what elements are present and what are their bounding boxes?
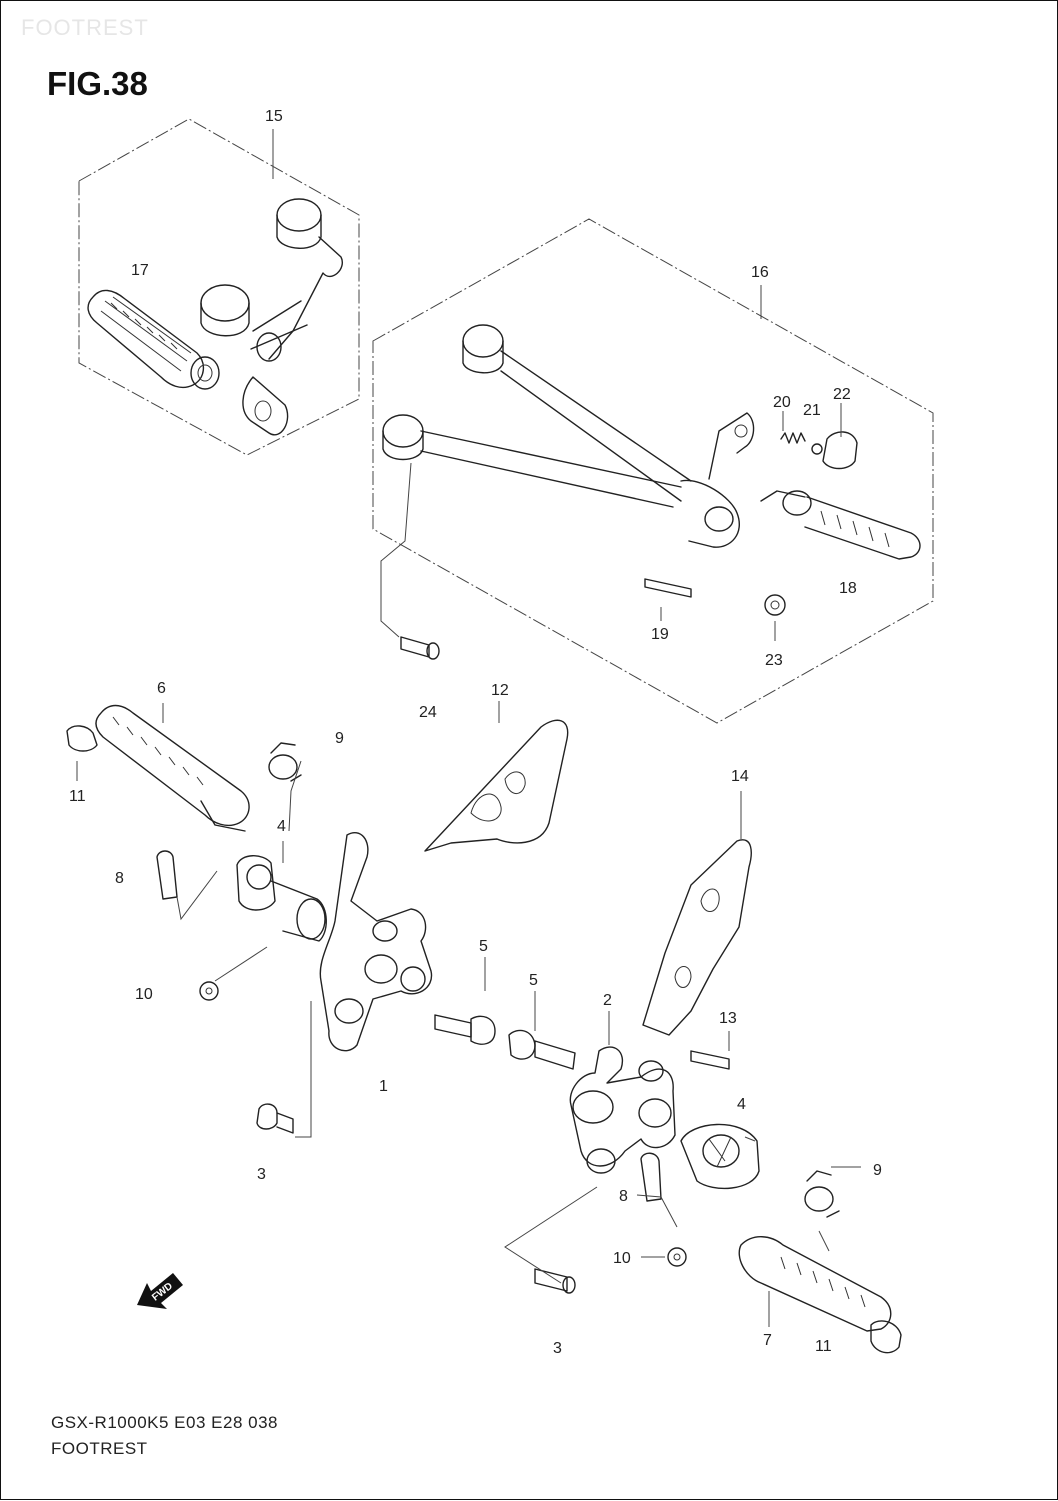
- heel-plate-12: [424, 719, 569, 852]
- callout-3-right: 3: [553, 1340, 562, 1357]
- bolt-24: [400, 636, 440, 660]
- passenger-peg-17: [87, 289, 220, 390]
- callout-21: 21: [803, 402, 821, 419]
- group-outline-16: [372, 218, 934, 724]
- washer-21: [811, 443, 823, 455]
- nut-10-right: [667, 1247, 687, 1267]
- pivot-4-right: [680, 1123, 760, 1190]
- heel-plate-14: [642, 839, 752, 1036]
- spring-9-right: [804, 1170, 840, 1218]
- bolt-3-right: [534, 1268, 576, 1294]
- rider-peg-18: [760, 490, 921, 560]
- callout-12: 12: [491, 682, 509, 699]
- callout-17: 17: [131, 262, 149, 279]
- callout-13: 13: [719, 1010, 737, 1027]
- bolt-5-right: [508, 1029, 576, 1070]
- footpeg-6: [95, 704, 250, 832]
- callout-18: 18: [839, 580, 857, 597]
- group-outline-15: [78, 118, 360, 456]
- bracket-2: [569, 1046, 676, 1174]
- faint-section-title: FOOTREST: [21, 15, 149, 40]
- pin-19: [644, 578, 692, 598]
- callout-3-left: 3: [257, 1166, 266, 1183]
- nut-23: [764, 594, 786, 616]
- model-code: GSX-R1000K5 E03 E28 038: [51, 1413, 278, 1432]
- callout-24: 24: [419, 704, 437, 721]
- callout-4-right: 4: [737, 1096, 746, 1113]
- callout-15: 15: [265, 108, 283, 125]
- passenger-bracket-15: [200, 198, 343, 436]
- callout-6: 6: [157, 680, 166, 697]
- bolt-5-left: [434, 1014, 496, 1045]
- rider-hanger-16: [382, 324, 755, 548]
- bolt-13: [690, 1050, 730, 1070]
- callout-7: 7: [763, 1332, 772, 1349]
- callout-23: 23: [765, 652, 783, 669]
- callout-2: 2: [603, 992, 612, 1009]
- callout-14: 14: [731, 768, 749, 785]
- plug-11-right: [870, 1320, 902, 1354]
- pin-8-left: [156, 850, 178, 900]
- callout-9-left: 9: [335, 730, 344, 747]
- pin-8-right: [640, 1152, 662, 1202]
- callout-10-right: 10: [613, 1250, 631, 1267]
- spring-9-left: [268, 742, 302, 782]
- callout-9-right: 9: [873, 1162, 882, 1179]
- bracket-1: [319, 832, 433, 1052]
- section-name: FOOTREST: [51, 1439, 148, 1458]
- spring-20: [780, 432, 806, 444]
- callout-20: 20: [773, 394, 791, 411]
- callout-1: 1: [379, 1078, 388, 1095]
- callout-numbers: 15 17 16 20 21 22 18 19 23 24 6 12 9 11 …: [69, 108, 882, 1357]
- figure-label: FIG.38: [47, 65, 148, 102]
- plate-22: [822, 431, 858, 470]
- footpeg-7: [738, 1236, 892, 1332]
- callout-10-left: 10: [135, 986, 153, 1003]
- callout-22: 22: [833, 386, 851, 403]
- callout-8-left: 8: [115, 870, 124, 887]
- bolt-3-left: [256, 1103, 294, 1134]
- callout-11-left: 11: [69, 788, 86, 805]
- nut-10-left: [199, 981, 219, 1001]
- callout-19: 19: [651, 626, 669, 643]
- callout-5-left: 5: [479, 938, 488, 955]
- callout-16: 16: [751, 264, 769, 281]
- fwd-arrow-icon: FWD: [137, 1273, 183, 1309]
- leader-lines: [76, 129, 861, 1327]
- callout-5-right: 5: [529, 972, 538, 989]
- plug-11-left: [66, 725, 98, 752]
- pivot-4-left: [236, 855, 327, 942]
- callout-11-right: 11: [815, 1338, 832, 1355]
- callout-8-right: 8: [619, 1188, 628, 1205]
- callout-4-left: 4: [277, 818, 286, 835]
